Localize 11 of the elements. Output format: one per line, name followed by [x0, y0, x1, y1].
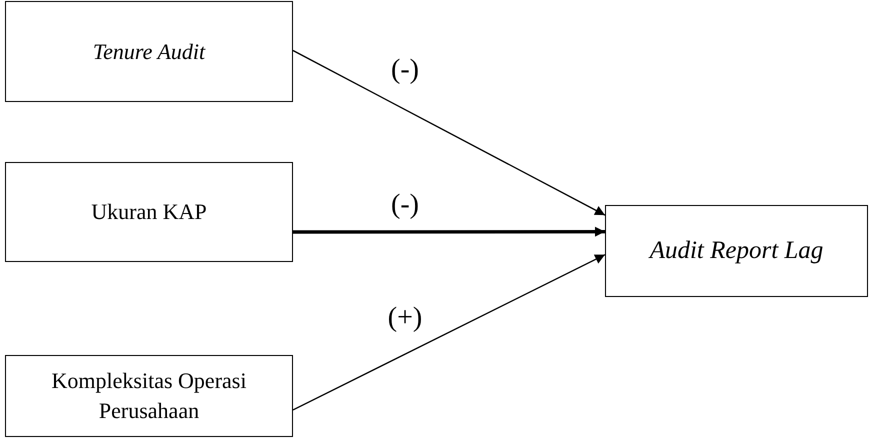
arrow	[292, 254, 606, 411]
variable-box	[605, 205, 868, 297]
arrow	[293, 226, 605, 237]
variable-box	[5, 162, 293, 262]
variable-box	[5, 355, 293, 437]
variable-label: Ukuran KAP	[91, 198, 207, 226]
variable-label: Audit Report Lag	[650, 236, 824, 266]
variable-label: Tenure Audit	[92, 38, 206, 66]
arrow	[292, 50, 606, 216]
variable-box	[5, 1, 293, 102]
variable-label: Kompleksitas Operasi Perusahaan	[50, 367, 248, 425]
